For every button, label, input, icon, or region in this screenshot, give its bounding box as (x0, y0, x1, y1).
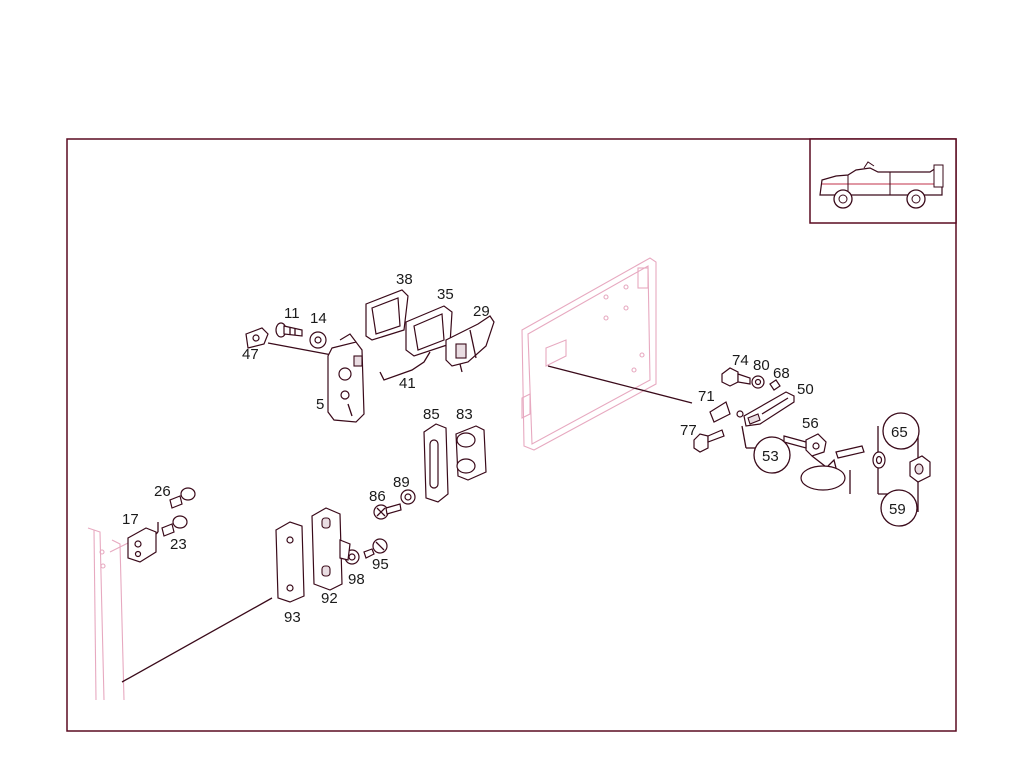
part-71-plate[interactable] (709, 401, 731, 423)
part-93-shim[interactable] (275, 521, 305, 603)
label-98: 98 (348, 571, 365, 588)
label-5: 5 (316, 396, 324, 413)
label-53: 53 (762, 448, 779, 465)
label-23: 23 (170, 536, 187, 553)
label-86: 86 (369, 488, 386, 505)
door-panel-ghost (521, 257, 657, 451)
part-47-plate[interactable] (245, 327, 269, 349)
washer-65[interactable] (872, 451, 886, 469)
part-50-lever[interactable] (736, 391, 795, 427)
label-93: 93 (284, 609, 301, 626)
part-77-bolt[interactable] (693, 429, 725, 453)
pin[interactable] (835, 445, 865, 459)
label-38: 38 (396, 271, 413, 288)
label-14: 14 (310, 310, 327, 327)
vehicle-inset[interactable] (809, 138, 957, 224)
label-41: 41 (399, 375, 416, 392)
label-26: 26 (154, 483, 171, 500)
label-89: 89 (393, 474, 410, 491)
part-95-screw[interactable] (363, 538, 388, 559)
label-92: 92 (321, 590, 338, 607)
label-83: 83 (456, 406, 473, 423)
diagram-frame (66, 138, 957, 732)
label-11: 11 (284, 305, 300, 322)
label-17: 17 (122, 511, 139, 528)
part-56-key[interactable] (783, 433, 827, 457)
part-11-screw[interactable] (275, 322, 303, 338)
lock-cylinder[interactable] (909, 455, 931, 483)
label-71: 71 (698, 388, 715, 405)
label-50: 50 (797, 381, 814, 398)
part-92-striker[interactable] (311, 507, 351, 591)
part-74-bolt[interactable] (721, 367, 751, 387)
part-83-bushing[interactable] (455, 425, 487, 481)
part-85-plate[interactable] (423, 423, 449, 503)
part-89-washer[interactable] (400, 489, 416, 505)
label-35: 35 (437, 286, 454, 303)
label-80: 80 (753, 357, 770, 374)
part-68-nut[interactable] (769, 379, 781, 391)
circle-53[interactable] (753, 436, 791, 474)
label-29: 29 (473, 303, 490, 320)
part-86-screw[interactable] (373, 503, 402, 520)
door-pillar-ghost (87, 527, 135, 701)
part-17-hinge[interactable] (127, 527, 157, 563)
vehicle-icon (819, 161, 944, 209)
label-56: 56 (802, 415, 819, 432)
label-68: 68 (773, 365, 790, 382)
part-38-gasket[interactable] (365, 289, 409, 341)
part-29-bracket[interactable] (445, 315, 495, 373)
label-85: 85 (423, 406, 440, 423)
label-65: 65 (891, 424, 908, 441)
circle-65[interactable] (882, 412, 920, 450)
label-74: 74 (732, 352, 749, 369)
part-14-washer[interactable] (309, 331, 327, 349)
label-77: 77 (680, 422, 697, 439)
key-ring[interactable] (800, 458, 846, 491)
circle-59[interactable] (880, 489, 918, 527)
part-5-lock[interactable] (327, 333, 365, 423)
part-23-bolt[interactable] (161, 515, 188, 537)
part-26-bolt[interactable] (169, 487, 196, 509)
label-47: 47 (242, 346, 259, 363)
label-59: 59 (889, 501, 906, 518)
part-80-washer[interactable] (751, 375, 765, 389)
label-95: 95 (372, 556, 389, 573)
part-labels: 38 35 29 11 14 47 41 5 85 83 89 86 98 95… (122, 271, 908, 626)
part-35-frame[interactable] (405, 305, 453, 357)
part-41-rod[interactable] (379, 351, 431, 381)
